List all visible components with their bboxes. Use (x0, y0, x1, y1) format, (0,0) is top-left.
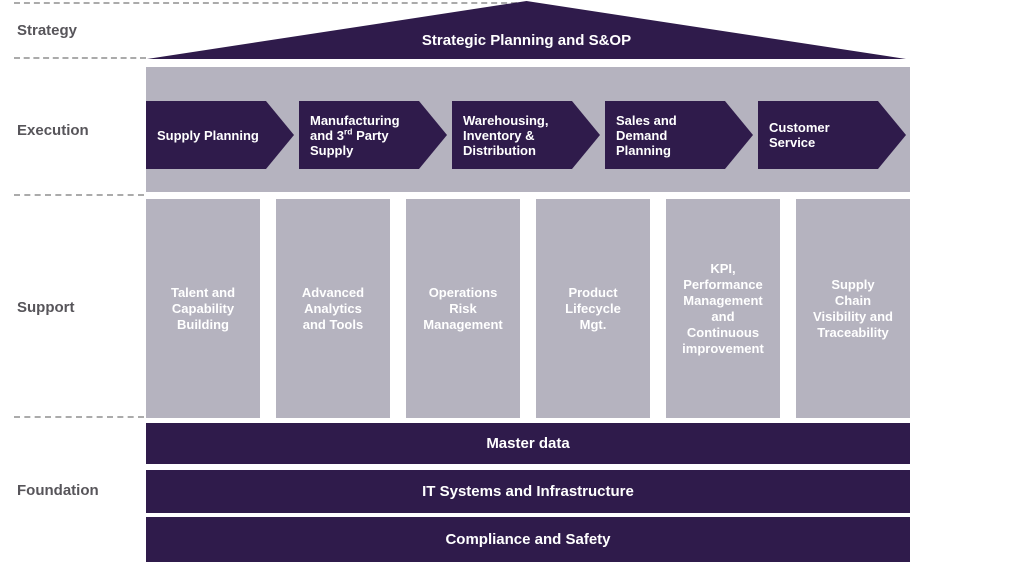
chevron-supply-planning-label: Supply Planning (157, 127, 259, 143)
chevron-manufacturing-3rd-party-supply: Manufacturing and 3rd Party Supply (299, 101, 447, 169)
chevron-warehousing-inventory-distribution-label: Warehousing, Inventory & Distribution (463, 112, 549, 158)
chevron-label-superscript: rd (343, 126, 353, 137)
support-box-label: KPI, Performance Management and Continuo… (682, 260, 764, 356)
support-box-label: Operations Risk Management (423, 284, 503, 332)
chevron-supply-planning: Supply Planning (146, 101, 294, 169)
chevron-warehousing-inventory-distribution: Warehousing, Inventory & Distribution (452, 101, 600, 169)
divider-dashed-execution-support (14, 194, 144, 196)
divider-dashed-strategy-execution (14, 57, 146, 59)
row-label-foundation: Foundation (17, 482, 99, 499)
support-box-label: Supply Chain Visibility and Traceability (813, 276, 893, 340)
foundation-bar-label: IT Systems and Infrastructure (422, 483, 634, 500)
divider-dashed-support-foundation (14, 416, 144, 418)
support-box-operations-risk-management: Operations Risk Management (406, 199, 520, 418)
row-label-support: Support (17, 299, 75, 316)
support-box-talent-capability-building: Talent and Capability Building (146, 199, 260, 418)
support-box-product-lifecycle-mgt: Product Lifecycle Mgt. (536, 199, 650, 418)
chevron-sales-and-demand-planning: Sales and Demand Planning (605, 101, 753, 169)
chevron-label-part: Party Supply (310, 127, 389, 158)
foundation-bar-master-data: Master data (146, 423, 910, 464)
strategy-roof-triangle: Strategic Planning and S&OP (147, 1, 906, 59)
chevron-customer-service: Customer Service (758, 101, 906, 169)
chevron-sales-and-demand-planning-label: Sales and Demand Planning (616, 112, 677, 158)
strategy-roof-title: Strategic Planning and S&OP (421, 32, 632, 49)
support-box-advanced-analytics-tools: Advanced Analytics and Tools (276, 199, 390, 418)
support-box-label: Product Lifecycle Mgt. (565, 284, 621, 332)
support-pillar-row: Talent and Capability Building Advanced … (146, 199, 910, 418)
foundation-bar-label: Compliance and Safety (445, 531, 611, 548)
execution-band: Supply Planning Manufacturing and 3rd Pa… (146, 67, 910, 192)
support-box-label: Talent and Capability Building (170, 284, 236, 332)
divider-dashed-top (14, 2, 527, 4)
support-box-supply-chain-visibility-traceability: Supply Chain Visibility and Traceability (796, 199, 910, 418)
row-label-execution: Execution (17, 122, 89, 139)
execution-chevron-row: Supply Planning Manufacturing and 3rd Pa… (146, 101, 906, 169)
chevron-customer-service-label: Customer Service (769, 120, 830, 150)
foundation-bar-compliance-safety: Compliance and Safety (146, 517, 910, 562)
support-box-label: Advanced Analytics and Tools (301, 284, 365, 332)
row-label-strategy: Strategy (17, 22, 78, 39)
foundation-bar-label: Master data (486, 435, 570, 452)
support-box-kpi-performance-continuous-improvement: KPI, Performance Management and Continuo… (666, 199, 780, 418)
chevron-manufacturing-3rd-party-supply-label: Manufacturing and 3rd Party Supply (299, 113, 426, 158)
foundation-bar-it-systems-infrastructure: IT Systems and Infrastructure (146, 470, 910, 513)
chevron-label-part: Manufacturing and 3 (310, 112, 400, 143)
